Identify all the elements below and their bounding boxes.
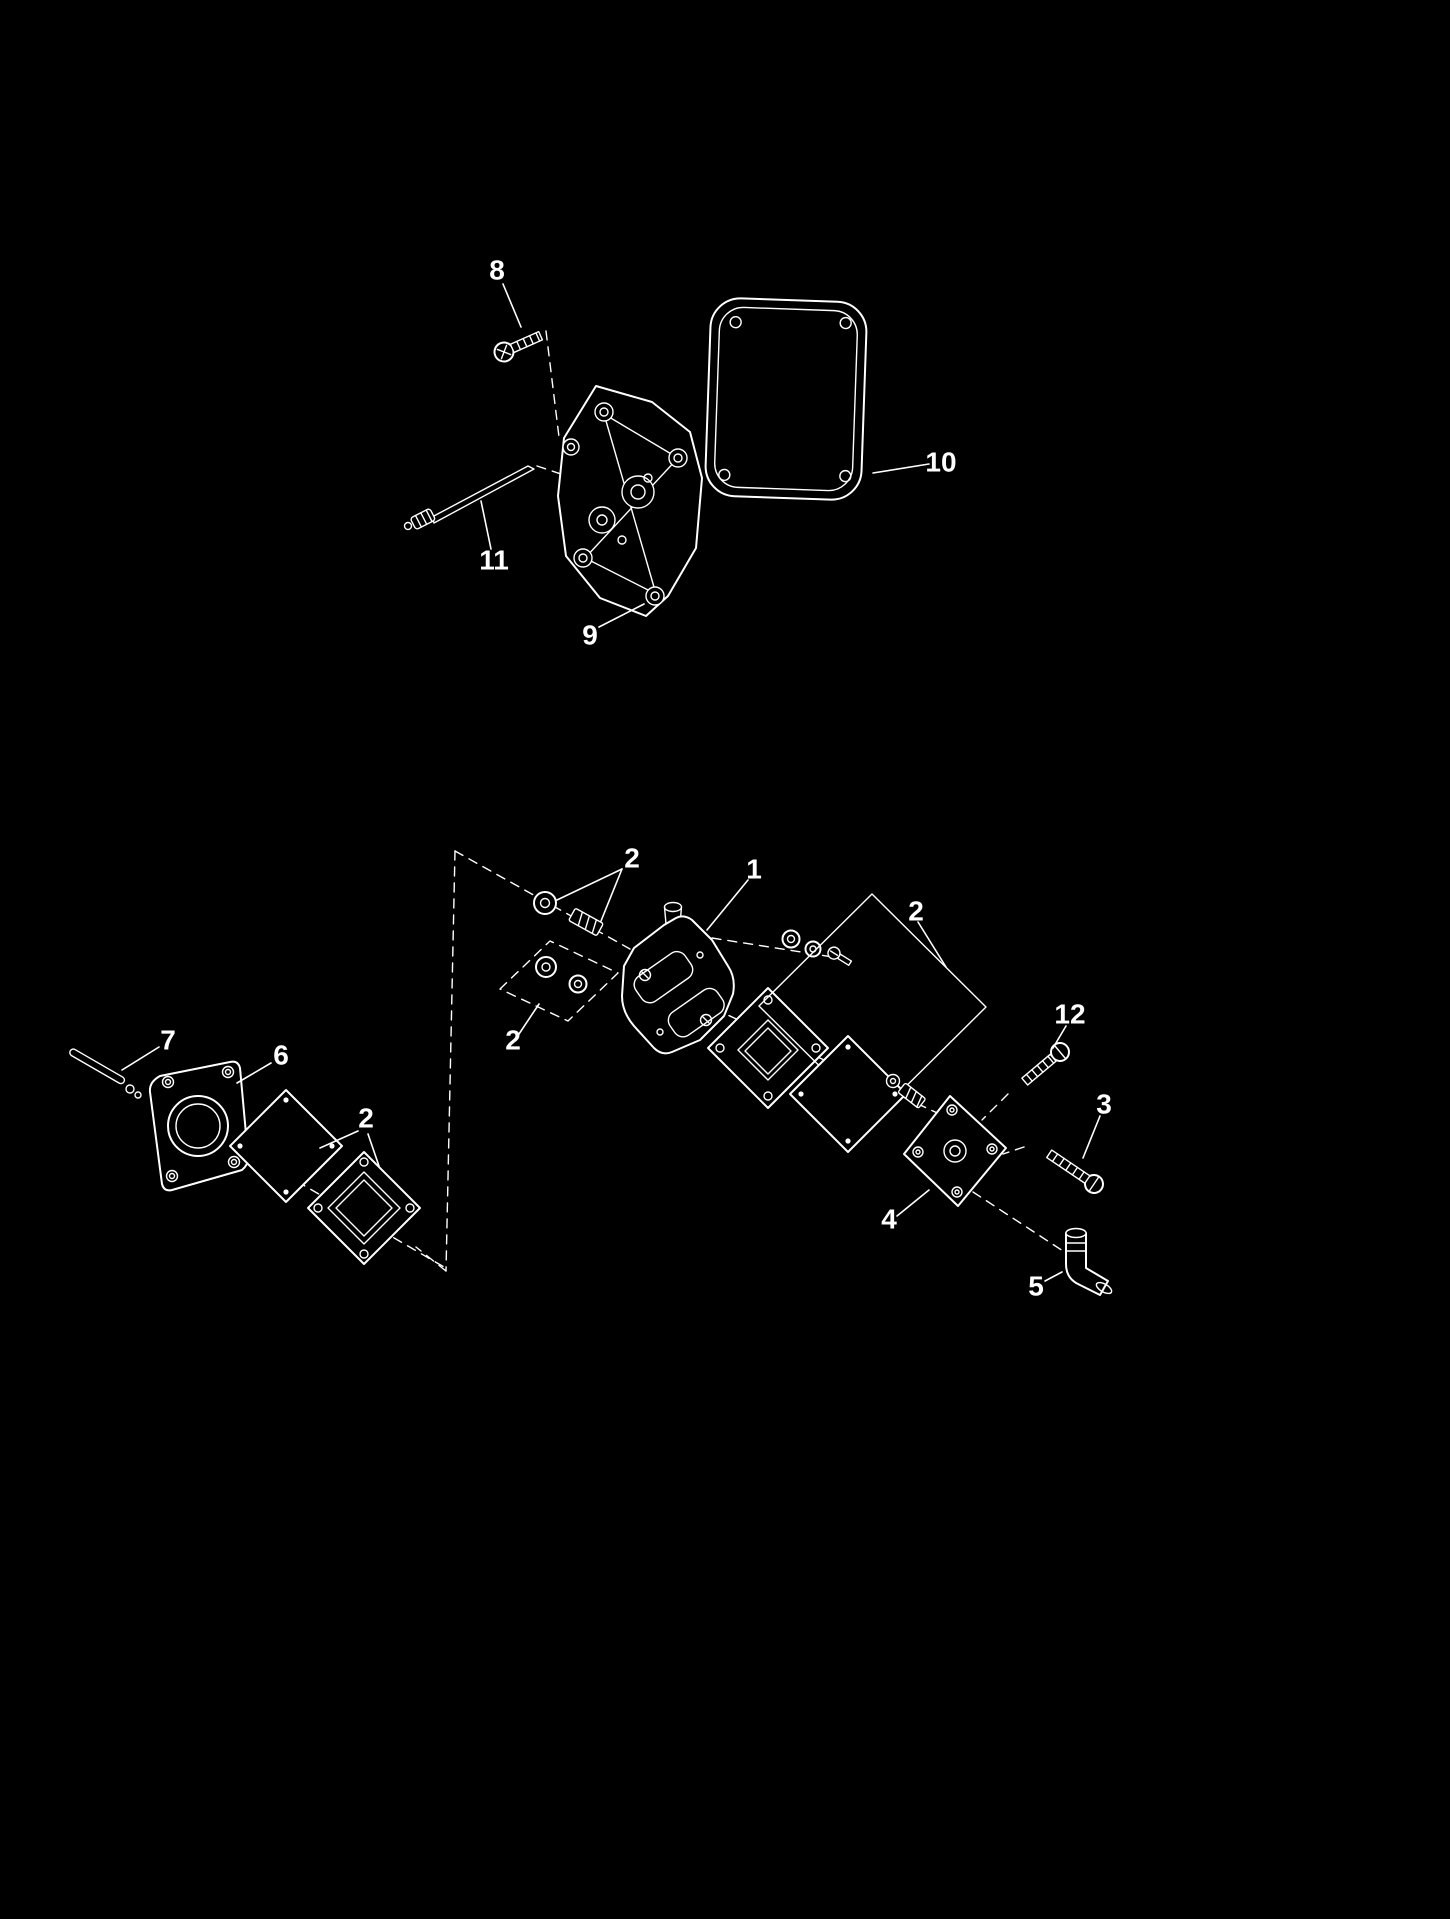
leader-6: [236, 1062, 272, 1084]
part-1-pump-body: [621, 901, 735, 1055]
callout-9: 9: [582, 619, 598, 650]
leader-12: [1052, 1025, 1067, 1049]
leader-2-left-b: [367, 1133, 380, 1167]
part-2-washer-set-right: [781, 929, 853, 967]
part-10-gasket: [704, 297, 868, 501]
part-8-screw: [493, 330, 544, 363]
callout-2-left: 2: [358, 1102, 374, 1133]
callout-2-right: 2: [908, 895, 924, 926]
leader-2-left-a: [319, 1130, 359, 1149]
callout-3: 3: [1096, 1088, 1112, 1119]
part-3-screw: [1046, 1149, 1104, 1194]
part-7-pin: [69, 1048, 142, 1099]
part-12-screw: [1021, 1042, 1070, 1086]
part-2-gasket-right: [707, 987, 829, 1109]
callout-7: 7: [160, 1024, 176, 1055]
check-ball-spring: [885, 1073, 926, 1109]
part-9-body: [557, 385, 703, 617]
callout-leader-lines: [121, 283, 1101, 1282]
part-2-gasket-left: [307, 1151, 421, 1265]
part-5-elbow-fitting: [1065, 1227, 1113, 1296]
callout-1: 1: [746, 853, 762, 884]
callout-2-top: 2: [624, 842, 640, 873]
leader-2-top-b: [600, 868, 623, 922]
callout-6: 6: [273, 1039, 289, 1070]
leader-2-valve: [516, 1003, 540, 1038]
part-2-diaphragm-left: [229, 1089, 343, 1203]
callout-labels: 8 10 11 9 2 1 2 12 2 7 6 3 2 4 5: [160, 254, 1112, 1301]
part-6-pump-base: [148, 1060, 250, 1192]
leader-4: [896, 1189, 930, 1217]
part-11-needle: [403, 465, 535, 531]
leader-10: [872, 463, 930, 474]
leader-3: [1082, 1115, 1101, 1159]
leader-8: [502, 283, 522, 328]
leader-2-right: [917, 921, 947, 968]
leader-7: [121, 1046, 160, 1071]
leader-1: [706, 879, 749, 931]
leader-5: [1044, 1271, 1063, 1282]
part-2-washer-spring: [533, 891, 604, 936]
callout-11: 11: [479, 544, 509, 575]
callout-5: 5: [1028, 1270, 1044, 1301]
callout-2-valve: 2: [505, 1024, 521, 1055]
callout-4: 4: [881, 1203, 897, 1234]
leader-2-top-a: [556, 868, 623, 901]
callout-12: 12: [1054, 998, 1085, 1029]
leader-9: [598, 603, 645, 628]
part-2-diaphragm-right: [789, 1035, 907, 1153]
part-2-valve-kit: [499, 940, 619, 1022]
callout-10: 10: [925, 446, 956, 477]
leader-11: [480, 500, 492, 550]
part-4-pump-cover: [903, 1095, 1007, 1207]
callout-8: 8: [489, 254, 505, 285]
